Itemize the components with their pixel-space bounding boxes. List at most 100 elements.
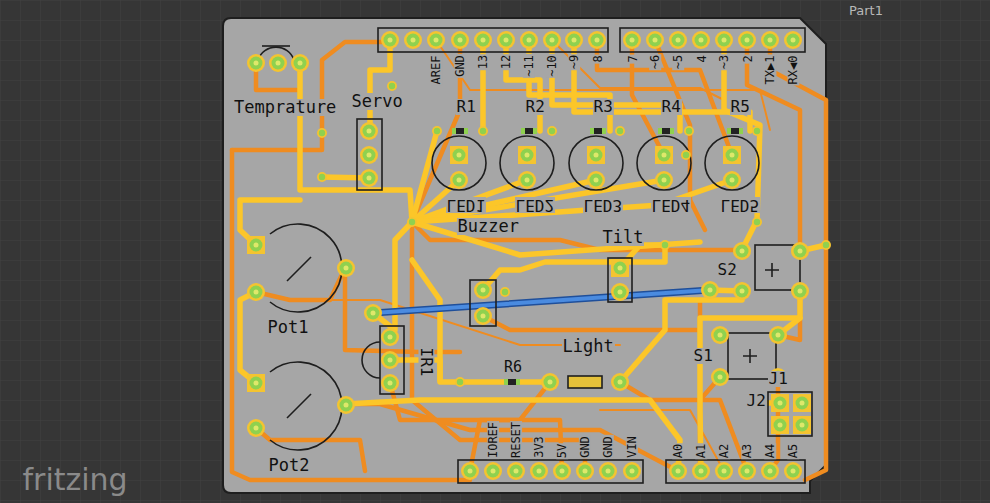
bottom-traces (805, 245, 826, 480)
pads (784, 462, 802, 480)
pin-label: 7 (626, 54, 638, 63)
pads (821, 240, 831, 250)
silkscreen (705, 136, 759, 190)
silkscreen (637, 136, 691, 190)
pads (599, 462, 617, 480)
pin-label: 13 (477, 54, 489, 70)
top-traces (412, 222, 700, 255)
bottom-traces (552, 40, 724, 100)
pads (711, 368, 729, 386)
silkscreen (608, 258, 632, 302)
silkscreen (357, 119, 382, 190)
smd-resistors (670, 128, 674, 134)
pads (247, 419, 265, 437)
pads (623, 462, 641, 480)
bottom-traces (412, 40, 460, 222)
top-traces (460, 379, 550, 385)
bottom-traces (620, 382, 747, 471)
pads (317, 128, 327, 138)
smd-resistors (464, 128, 468, 134)
smd-resistors (602, 128, 606, 134)
part-label: Buzzer (457, 218, 520, 235)
smd-resistors (453, 128, 467, 134)
smd-resistors (452, 128, 456, 134)
jumper-wire (373, 290, 710, 313)
pin-label: 5V (556, 443, 568, 459)
pads (455, 377, 465, 387)
pin-label: A0 (672, 443, 684, 459)
pads (738, 31, 756, 49)
silkscreen (500, 136, 554, 190)
pin-label: ~5 (672, 54, 684, 70)
pin-label: A5 (787, 443, 799, 459)
pads (547, 126, 557, 136)
smd-resistors (739, 128, 743, 134)
pads (478, 126, 488, 136)
pads (317, 172, 327, 182)
part-label: LED2 (515, 197, 556, 213)
pin-label: ~3 (718, 54, 730, 70)
pin-label: 12 (500, 54, 512, 70)
bottom-traces (470, 382, 550, 471)
pads (769, 326, 787, 344)
pads (715, 31, 733, 49)
pads (541, 373, 559, 391)
pin-label: 8 (591, 54, 603, 63)
part-label: Pot2 (268, 457, 311, 474)
silkscreen (287, 257, 311, 281)
pads (291, 54, 309, 72)
pads (784, 31, 802, 49)
pads (761, 462, 779, 480)
silkscreen (666, 460, 805, 483)
smd-resistors (505, 379, 519, 385)
pads (497, 31, 515, 49)
part-label: Tilt (602, 229, 645, 246)
pads (761, 31, 779, 49)
pads (360, 122, 378, 140)
smd-resistors (658, 128, 662, 134)
smd-resistors (516, 379, 520, 385)
smd-resistors (591, 128, 605, 134)
pads (752, 126, 762, 136)
pads (364, 304, 382, 322)
pads (701, 281, 719, 299)
pads (681, 150, 691, 160)
pin-label: GND (454, 54, 466, 78)
pads (565, 31, 583, 49)
pads (450, 146, 468, 164)
top-traces (483, 245, 665, 290)
silkscreen (768, 392, 812, 436)
pin-label: VIN (626, 435, 638, 459)
part-label: LED5 (720, 197, 761, 213)
smd-resistors (522, 128, 536, 134)
part-label: R2 (525, 99, 546, 115)
pads (791, 242, 809, 260)
pads (360, 146, 378, 164)
pads (553, 462, 571, 480)
pads (484, 462, 502, 480)
pads (669, 462, 687, 480)
pads (530, 462, 548, 480)
bottom-traces (436, 40, 770, 130)
smd-resistors (727, 128, 731, 134)
pads (407, 217, 417, 227)
silkscreen (270, 224, 342, 312)
pin-label: ~11 (523, 54, 535, 78)
pads (576, 462, 594, 480)
smd-resistors (521, 128, 525, 134)
pads (738, 462, 756, 480)
pads (733, 242, 751, 260)
smd-resistors (728, 128, 742, 134)
pads (587, 171, 605, 189)
pads (474, 281, 492, 299)
part-label: R5 (730, 99, 751, 115)
silkscreen (262, 45, 290, 47)
silkscreen (432, 136, 486, 190)
pads (507, 462, 525, 480)
pads (518, 146, 536, 164)
silkscreen (470, 280, 496, 326)
part-name: Part1 (849, 4, 883, 17)
pin-label: 2 (741, 54, 753, 63)
part-label: LED3 (583, 197, 624, 213)
part-label: R3 (593, 99, 614, 115)
